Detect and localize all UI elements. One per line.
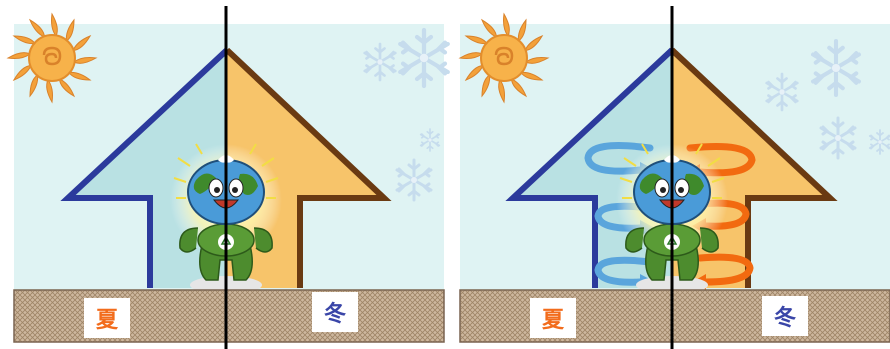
winter-label: 冬	[312, 292, 358, 332]
ground-strip	[14, 290, 444, 342]
panel-left	[8, 6, 448, 349]
panel-right	[460, 6, 890, 349]
summer-label: 夏	[530, 298, 576, 338]
winter-label: 冬	[762, 296, 808, 336]
ground-strip	[460, 290, 890, 342]
summer-label: 夏	[84, 298, 130, 338]
